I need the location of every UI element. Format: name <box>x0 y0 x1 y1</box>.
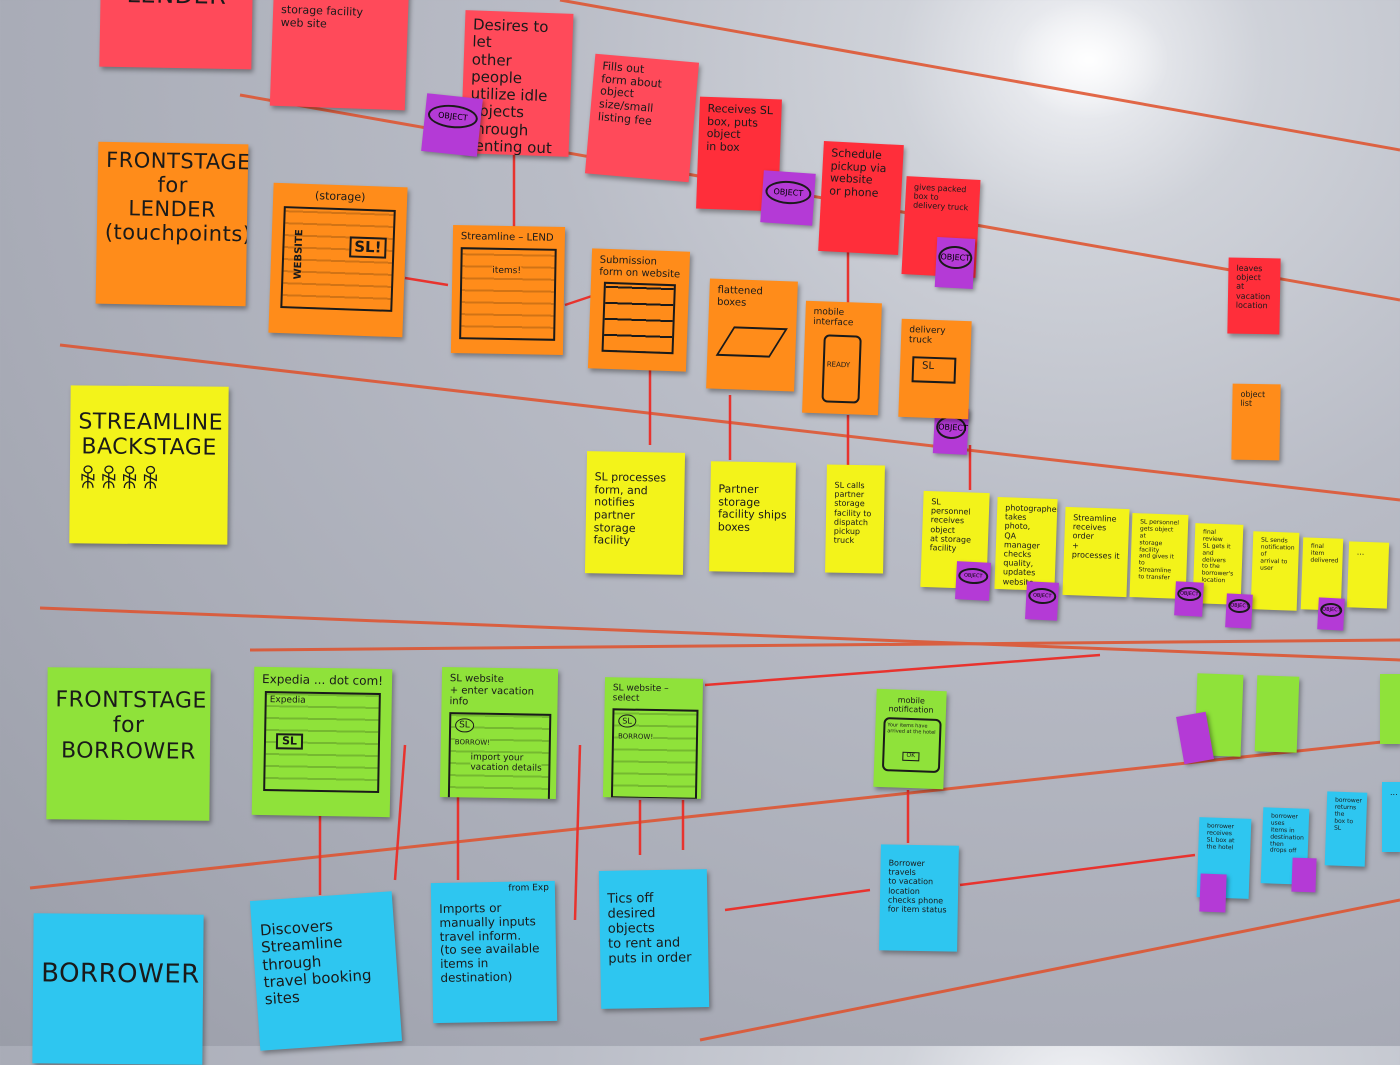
object-tag-7: OBJECT <box>1174 581 1204 617</box>
boxes-sketch <box>715 326 788 358</box>
object-tag-9: OBJECT <box>1317 597 1345 631</box>
note-receives-order: Streamline receives order + processes it <box>1062 506 1130 598</box>
object-tag-2: OBJECT <box>760 170 816 226</box>
arrow-ticks-right <box>724 888 871 912</box>
phone-sketch: READY <box>821 334 862 404</box>
touchpoint-sl-website-select: SL website – select SL BORROW! <box>602 677 704 799</box>
lane-label-streamline-backstage: STREAMLINE BACKSTAGE ꆜꆜꆜꆜ <box>69 385 229 545</box>
select-sketch: SL BORROW! <box>610 707 699 799</box>
arrow-travel-right <box>959 853 1196 887</box>
object-tag-3: OBJECT <box>934 237 976 289</box>
lane-line-0 <box>559 0 1400 152</box>
lane-label-frontstage-lender: FRONTSTAGE for LENDER (touchpoints) <box>95 141 249 307</box>
note-red-right: leaves object at vacation location <box>1227 257 1281 335</box>
touchpoint-streamline-lend: Streamline – LEND items! <box>450 225 566 355</box>
note-photographer: photographer takes photo, QA manager che… <box>994 496 1058 592</box>
vacation-sketch: SL BORROW! import your vacation details <box>447 711 552 800</box>
note-imports-travel: from Exp Imports or manually inputs trav… <box>430 880 558 1024</box>
object-tag-11 <box>1199 873 1227 913</box>
arrow-website-to-lend <box>404 276 449 287</box>
note-lender-partial: LENDER <box>99 0 253 70</box>
lane-line-4 <box>29 738 1400 890</box>
note-green-far-3 <box>1380 674 1400 744</box>
note-sl-processes: SL processes form, and notifies partner … <box>584 451 686 575</box>
form-sketch <box>601 281 676 355</box>
truck-sketch: SL <box>911 355 957 384</box>
lane-line-6 <box>699 898 1400 1042</box>
touchpoint-flattened-boxes: flattened boxes <box>706 278 798 392</box>
lane-line-3 <box>39 606 1400 662</box>
note-storage-website: storage facility web site <box>269 0 410 111</box>
note-fills-out: Fills out form about object size/small l… <box>584 53 700 183</box>
note-discovers-streamline: Discovers Streamline through travel book… <box>249 891 403 1051</box>
note-ticks-off: Tics off desired objects to rent and put… <box>598 869 710 1009</box>
object-tag-6: OBJECT <box>1025 581 1059 621</box>
arrow-imports-up <box>573 744 582 921</box>
touchpoint-delivery-truck: delivery truck SL <box>898 318 972 420</box>
note-right-2: ... <box>1346 541 1390 609</box>
note-green-far-2 <box>1254 675 1300 753</box>
touchpoint-expedia: Expedia ... dot com! Expedia SL <box>251 666 393 818</box>
lane-line-5 <box>249 638 1400 652</box>
note-orange-right: object list <box>1231 383 1281 461</box>
light-glare <box>1010 0 1170 120</box>
arrow-select-to-order <box>704 653 1101 687</box>
note-sl-sends: SL sends notification of arrival to user <box>1250 531 1300 611</box>
expedia-sketch: Expedia SL <box>263 690 381 793</box>
object-tag-1: OBJECT <box>421 93 483 157</box>
object-tag-5: OBJECT <box>955 561 991 601</box>
touchpoint-mobile-notification: mobile notification Your items have arri… <box>873 688 947 790</box>
note-partner-ships: Partner storage facility ships boxes <box>709 461 796 573</box>
lend-sketch: items! <box>459 246 557 341</box>
arrow-discovers-up <box>393 744 407 881</box>
touchpoint-sl-website-vacation: SL website + enter vacation info SL BORR… <box>439 666 559 800</box>
note-sl-calls: SL calls partner storage facility to dis… <box>825 464 885 574</box>
note-schedule-pickup: Schedule pickup via website or phone <box>818 140 904 256</box>
lane-label-frontstage-borrower: FRONTSTAGE for BORROWER <box>46 667 211 821</box>
note-far-blue-4: ... <box>1382 782 1400 852</box>
note-borrower-travels: Borrower travels to vacation location ch… <box>879 844 959 952</box>
lane-label-borrower: BORROWER <box>32 913 204 1065</box>
note-far-blue-3: borrower returns the box to SL <box>1324 791 1368 867</box>
touchpoint-submission-form: Submission form on website <box>587 248 691 372</box>
object-tag-12 <box>1291 857 1317 893</box>
website-sketch: WEBSITE SL! <box>280 205 396 312</box>
touchpoint-website: (storage) WEBSITE SL! <box>268 182 408 338</box>
notification-sketch: Your items have arrived at the hotel OK <box>881 717 942 774</box>
object-tag-8: OBJECT <box>1225 593 1253 629</box>
touchpoint-mobile-interface: mobile interface READY <box>802 300 882 416</box>
